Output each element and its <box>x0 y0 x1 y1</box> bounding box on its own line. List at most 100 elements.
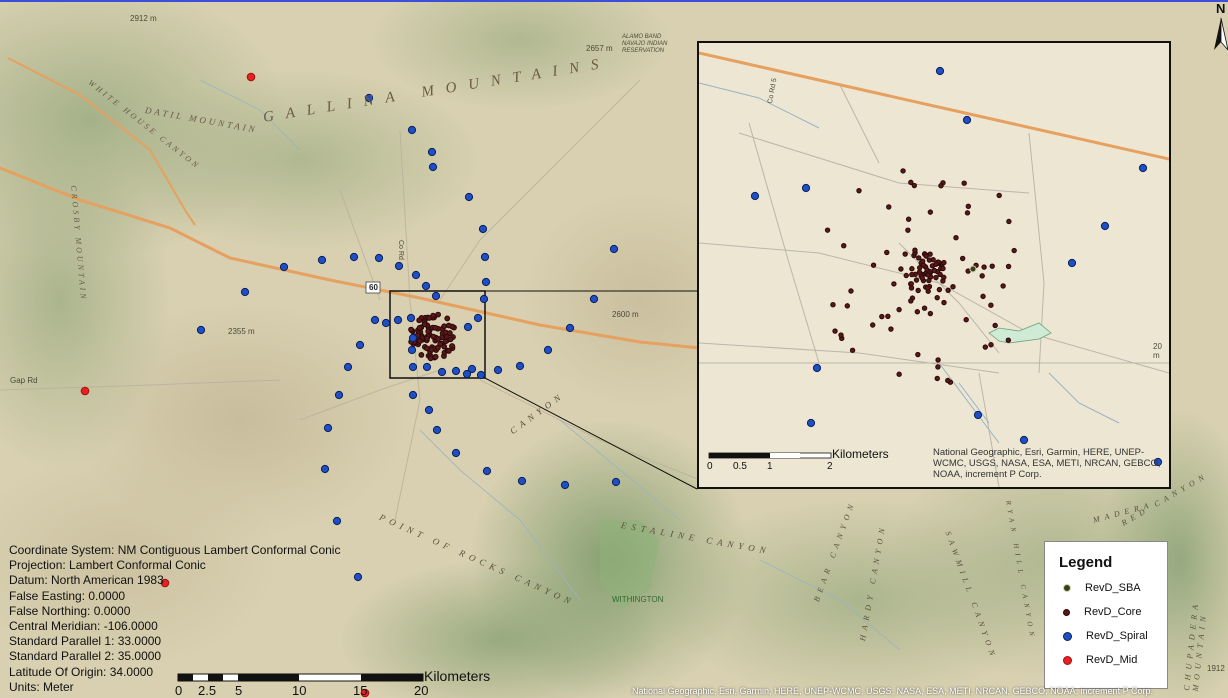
legend-title: Legend <box>1059 554 1113 571</box>
inset-core-marker <box>938 183 944 189</box>
inset-map-frame[interactable]: Kilometers 0 0.5 1 2 National Geographic… <box>697 41 1171 489</box>
inset-tick: 0 <box>707 461 713 472</box>
map-attribution: National Geographic, Esri, Garmin, HERE,… <box>632 686 1153 696</box>
core-marker <box>445 322 452 329</box>
legend-item-mid: RevD_Mid <box>1063 654 1137 666</box>
scale-unit: Kilometers <box>424 668 491 684</box>
inset-core-marker <box>924 285 931 291</box>
coord-line: Projection: Lambert Conformal Conic <box>9 558 206 573</box>
inset-core-marker <box>935 364 941 370</box>
inset-core-marker <box>1000 283 1006 289</box>
inset-core-marker <box>927 209 934 215</box>
core-marker <box>446 330 453 336</box>
inset-core-marker <box>915 287 921 294</box>
inset-spiral-marker <box>973 410 983 420</box>
spiral-marker <box>451 366 461 376</box>
label-elev-2912: 2912 m <box>130 14 157 23</box>
spiral-marker <box>332 516 342 526</box>
inset-core-marker <box>982 344 989 350</box>
core-marker <box>416 317 423 324</box>
spiral-marker <box>565 323 575 333</box>
inset-elev-label: 20 m <box>1153 342 1162 360</box>
inset-spiral-marker <box>806 418 816 428</box>
core-marker <box>424 335 431 342</box>
inset-core-marker <box>979 273 985 279</box>
inset-core-marker <box>908 298 914 304</box>
inset-core-marker <box>888 326 894 332</box>
inset-core-marker <box>870 262 877 268</box>
inset-core-marker <box>1006 218 1012 225</box>
inset-core-marker <box>923 253 929 259</box>
inset-core-marker <box>926 257 933 263</box>
inset-core-marker <box>896 371 902 377</box>
legend-item-sba: RevD_SBA <box>1063 582 1141 594</box>
inset-spiral-marker <box>1138 163 1148 173</box>
inset-core-marker <box>933 261 939 267</box>
coord-line: Datum: North American 1983 <box>9 573 164 588</box>
core-marker <box>442 338 449 345</box>
coord-line: Central Meridian: -106.0000 <box>9 619 158 634</box>
inset-attribution: National Geographic, Esri, Garmin, HERE,… <box>933 447 1161 480</box>
spiral-marker <box>422 362 432 372</box>
mid-marker <box>360 688 370 698</box>
inset-core-marker <box>912 247 918 253</box>
spiral-marker <box>421 281 431 291</box>
label-elev-2600: 2600 m <box>612 310 639 319</box>
inset-core-marker <box>916 255 922 261</box>
main-scale-bar <box>177 673 424 682</box>
inset-core-marker <box>838 332 844 338</box>
coord-line: Coordinate System: NM Contiguous Lambert… <box>9 543 341 557</box>
inset-core-marker <box>916 265 923 271</box>
core-symbol-icon <box>1063 608 1070 616</box>
core-marker <box>445 348 452 354</box>
scale-tick: 5 <box>235 683 243 698</box>
mid-symbol-icon <box>1063 655 1072 665</box>
inset-core-marker <box>844 303 851 309</box>
spiral-marker <box>589 294 599 304</box>
core-marker <box>441 323 448 330</box>
inset-map[interactable] <box>699 43 1169 487</box>
coord-line: Units: Meter <box>9 679 74 694</box>
spiral-marker <box>353 572 363 582</box>
label-co-rd: Co Rd <box>397 240 404 260</box>
spiral-marker <box>323 423 333 433</box>
inset-core-marker <box>988 342 994 348</box>
spiral-marker <box>320 464 330 474</box>
spiral-marker <box>611 477 621 487</box>
spiral-marker <box>462 369 472 379</box>
inset-core-marker <box>908 281 914 287</box>
inset-core-marker <box>931 267 938 274</box>
inset-core-marker <box>905 227 911 233</box>
spiral-marker <box>479 294 489 304</box>
scale-tick: 0 <box>175 683 183 698</box>
inset-core-marker <box>1011 247 1017 254</box>
spiral-marker <box>279 262 289 272</box>
spiral-marker <box>408 333 418 343</box>
spiral-marker <box>334 390 344 400</box>
inset-core-marker <box>919 275 925 281</box>
inset-core-marker <box>898 266 904 272</box>
core-marker <box>447 336 454 343</box>
spiral-marker <box>394 261 404 271</box>
spiral-marker <box>424 405 434 415</box>
spiral-marker <box>478 224 488 234</box>
spiral-marker <box>451 448 461 458</box>
spiral-marker <box>349 252 359 262</box>
legend-label: RevD_Mid <box>1086 654 1138 666</box>
spiral-marker <box>432 425 442 435</box>
inset-core-marker <box>941 299 947 306</box>
inset-spiral-marker <box>1067 258 1077 268</box>
label-withington: WITHINGTON <box>612 595 664 604</box>
spiral-marker <box>467 364 477 374</box>
core-marker <box>430 312 436 319</box>
inset-core-marker <box>964 210 971 216</box>
legend-label: RevD_SBA <box>1085 582 1141 594</box>
legend-label: RevD_Core <box>1084 606 1142 618</box>
spiral-marker <box>355 340 365 350</box>
inset-core-marker <box>830 301 836 308</box>
inset-core-marker <box>927 310 934 317</box>
spiral-marker <box>480 252 490 262</box>
inset-core-marker <box>961 180 967 186</box>
inset-scale-bar <box>708 452 832 459</box>
inset-core-marker <box>989 263 995 269</box>
